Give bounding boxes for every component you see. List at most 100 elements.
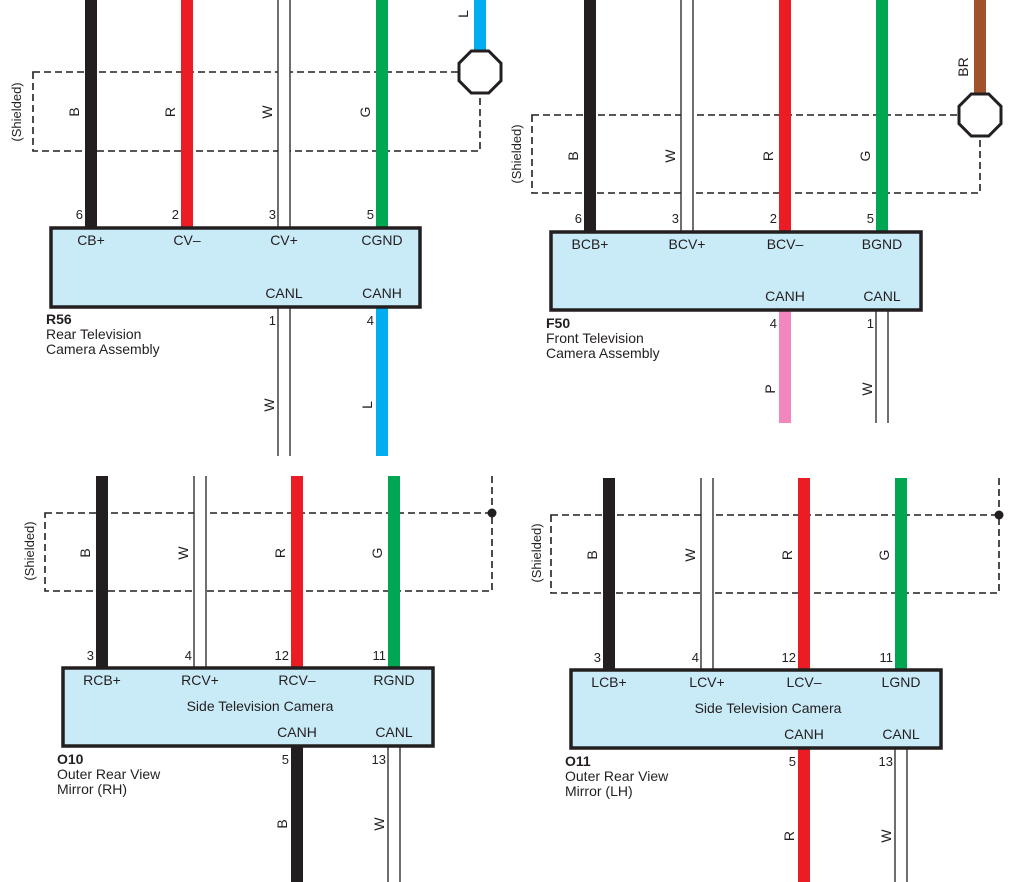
wire-color-label: R: [781, 831, 797, 841]
wire-bottom-0: [291, 746, 303, 882]
pin-number: 12: [275, 648, 289, 663]
drain-wire: [474, 0, 486, 62]
pin-number: 11: [880, 650, 894, 665]
pin-label: CANL: [863, 288, 901, 304]
wire-color-label: W: [878, 829, 894, 843]
wire-color-label: B: [565, 151, 581, 160]
connector-description: Camera Assembly: [46, 341, 160, 357]
shield-label: (Shielded): [9, 82, 24, 141]
pin-label: CANH: [784, 726, 824, 742]
connector-f50: (Shielded)BRB6W3R2G54P1WBCB+BCV+BCV–BGND…: [509, 0, 1003, 423]
connector-description: Camera Assembly: [546, 345, 660, 361]
pin-label: CANH: [362, 285, 402, 301]
wire-bottom-0: [798, 748, 810, 882]
wire-color-label: G: [369, 548, 385, 559]
pin-number: 3: [87, 648, 94, 663]
shield-outline: [531, 114, 981, 194]
pin-number: 13: [372, 752, 386, 767]
shield-outline: [44, 512, 493, 592]
wire-top-1: [181, 0, 193, 228]
wire-color-label: R: [760, 151, 776, 161]
connector-o10: (Shielded)B3W4R12G115B13WRCB+RCV+RCV–RGN…: [22, 476, 497, 882]
wire-top-2-fill: [278, 0, 290, 228]
connector-description: Rear Television: [46, 326, 141, 342]
wire-top-0: [584, 0, 596, 232]
shield-label: (Shielded): [22, 521, 37, 580]
pin-label: LCV–: [786, 674, 821, 690]
pin-number: 13: [879, 754, 893, 769]
shield-ground-octagon: [457, 49, 503, 95]
wire-bottom-1-fill: [388, 746, 400, 882]
wire-color-label: R: [272, 548, 288, 558]
pin-number: 4: [692, 650, 699, 665]
wire-top-3: [376, 0, 388, 228]
wire-color-label: W: [682, 548, 698, 562]
pin-label: RCB+: [83, 672, 121, 688]
pin-number: 2: [770, 211, 777, 226]
wire-color-label: L: [359, 401, 375, 409]
wire-color-label: B: [66, 107, 82, 116]
connector-description: Mirror (RH): [57, 781, 127, 797]
pin-number: 11: [373, 648, 387, 663]
connector-description: Outer Rear View: [565, 768, 669, 784]
connector-o11: (Shielded)B3W4R12G115R13WLCB+LCV+LCV–LGN…: [529, 478, 1004, 882]
pin-label: CV–: [173, 232, 200, 248]
wire-color-label: R: [162, 107, 178, 117]
pin-label: BCV–: [767, 236, 804, 252]
wire-color-label: W: [662, 149, 678, 163]
pin-label: CANL: [375, 724, 413, 740]
pin-number: 3: [594, 650, 601, 665]
wire-top-3: [876, 0, 888, 232]
wire-top-3: [895, 478, 907, 670]
wire-top-1-fill: [701, 478, 713, 670]
pin-label: CANL: [882, 726, 920, 742]
drain-wire-color-label: BR: [955, 57, 971, 76]
shield-label: (Shielded): [529, 523, 544, 582]
pin-label: BCV+: [669, 236, 706, 252]
pin-label: CANH: [277, 724, 317, 740]
wire-color-label: W: [261, 398, 277, 412]
pin-number: 6: [76, 207, 83, 222]
pin-label: CANH: [765, 288, 805, 304]
wire-bottom-1: [376, 307, 388, 456]
wire-bottom-0: [779, 310, 791, 423]
connector-description: Outer Rear View: [57, 766, 161, 782]
pin-label: RCV+: [181, 672, 219, 688]
pin-number: 1: [867, 316, 874, 331]
drain-wire: [974, 0, 986, 105]
pin-label: LCB+: [591, 674, 626, 690]
wire-color-label: B: [77, 548, 93, 557]
wire-color-label: W: [371, 817, 387, 831]
pin-label: BGND: [862, 236, 902, 252]
wire-bottom-0-fill: [278, 307, 290, 456]
wire-bottom-1-fill: [876, 310, 888, 423]
pin-number: 4: [185, 648, 192, 663]
wire-top-2: [798, 478, 810, 670]
pin-number: 12: [782, 650, 796, 665]
wire-color-label: P: [762, 384, 778, 393]
shield-outline: [32, 71, 481, 152]
pin-number: 5: [789, 754, 796, 769]
drain-wire-color-label: L: [455, 10, 471, 18]
component-name: Side Television Camera: [695, 700, 842, 716]
pin-label: CGND: [361, 232, 402, 248]
wire-top-2: [291, 476, 303, 668]
pin-label: RCV–: [278, 672, 316, 688]
wire-color-label: G: [857, 151, 873, 162]
pin-label: LGND: [882, 674, 921, 690]
wire-top-1-fill: [681, 0, 693, 232]
component-name: Side Television Camera: [187, 698, 334, 714]
connector-code: R56: [46, 311, 72, 327]
pin-number: 3: [672, 211, 679, 226]
pin-number: 5: [867, 211, 874, 226]
wire-top-1-fill: [194, 476, 206, 668]
wire-color-label: G: [357, 107, 373, 118]
wire-color-label: W: [859, 382, 875, 396]
wire-top-0: [85, 0, 97, 228]
connector-r56: (Shielded)LB6R2W3G51W4LCB+CV–CV+CGNDCANL…: [9, 0, 503, 456]
connector-box: [61, 666, 435, 748]
pin-label: BCB+: [572, 236, 609, 252]
connector-box: [49, 226, 422, 309]
connector-code: F50: [546, 315, 570, 331]
